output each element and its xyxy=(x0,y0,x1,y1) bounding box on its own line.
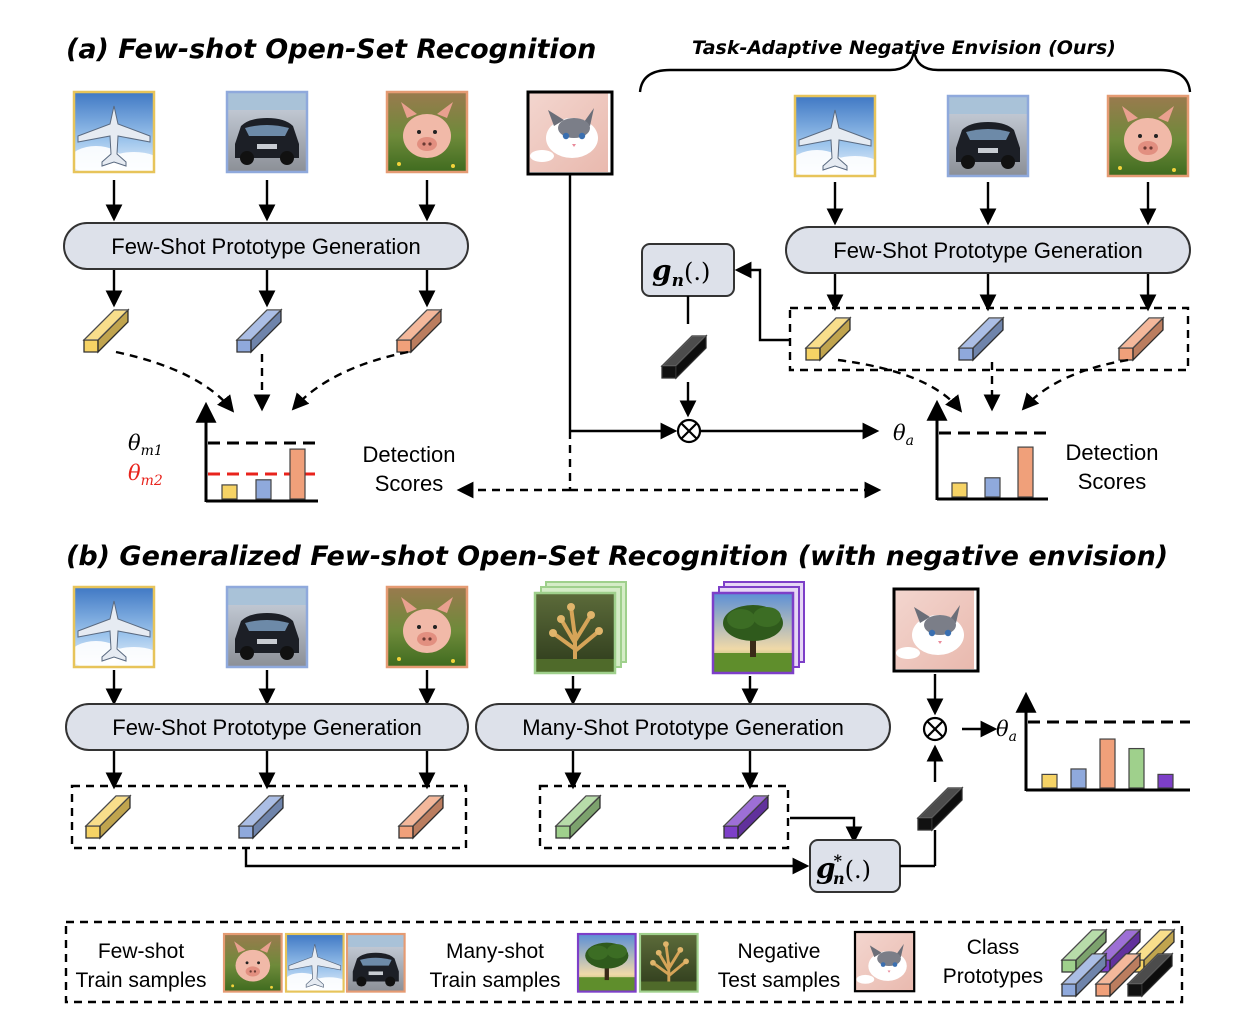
many-shot-prototype-group xyxy=(538,784,790,850)
orange-score-bar xyxy=(1017,446,1034,498)
yellow-prototype xyxy=(805,317,851,361)
yellow-score-bar xyxy=(1041,773,1058,789)
panel-b-title: (b) Generalized Few-shot Open-Set Recogn… xyxy=(66,541,1168,572)
few-shot-module-b: Few-Shot Prototype Generation xyxy=(65,703,469,751)
blue-score-bar xyxy=(255,479,272,500)
airplane-image-a-left xyxy=(69,90,163,177)
car-image-a-left xyxy=(225,90,309,174)
module-label: Few-Shot Prototype Generation xyxy=(112,715,421,740)
car-image-a-right xyxy=(946,94,1030,178)
orange-score-bar xyxy=(289,448,306,500)
arrow xyxy=(244,848,810,875)
blue-prototype xyxy=(236,309,282,353)
dashed-arrow xyxy=(291,350,409,411)
purple-score-bar xyxy=(1157,773,1174,789)
green-score-bar xyxy=(1128,747,1145,789)
few-shot-prototype-group xyxy=(70,784,468,850)
purple-prototype xyxy=(723,795,769,839)
arrow xyxy=(790,816,863,844)
pig-image-a-left xyxy=(385,90,469,174)
blue-score-bar xyxy=(984,477,1001,498)
blue-score-bar xyxy=(1070,768,1087,789)
legend-pig-image xyxy=(222,932,283,993)
module-label: Few-Shot Prototype Generation xyxy=(111,234,420,259)
green-prototype xyxy=(555,795,601,839)
svg-text:gn(.): gn(.) xyxy=(652,254,710,291)
airplane-image-b xyxy=(69,585,163,672)
yellow-score-bar xyxy=(221,484,238,500)
many-shot-module-b: Many-Shot Prototype Generation xyxy=(475,703,891,751)
panel-a-title: (a) Few-shot Open-Set Recognition xyxy=(66,34,596,65)
yellow-score-bar xyxy=(951,482,968,498)
legend-car-image xyxy=(345,932,406,993)
detection-chart-a-left xyxy=(195,401,318,503)
theta-m2-label: θm2 xyxy=(128,461,163,489)
module-label: Few-Shot Prototype Generation xyxy=(833,238,1142,263)
yellow-prototype xyxy=(85,795,131,839)
dashed-arrow xyxy=(115,350,235,413)
orange-prototype xyxy=(396,309,442,353)
blue-prototype xyxy=(958,317,1004,361)
legend-fungus-image xyxy=(638,932,700,994)
multiply-operator-b xyxy=(922,716,948,742)
car-image-b xyxy=(225,585,309,669)
legend-prototype-cluster xyxy=(1061,929,1175,997)
dashed-arrow xyxy=(1021,358,1129,411)
legend-tree-image xyxy=(576,932,637,993)
legend-cat-image xyxy=(853,930,916,993)
detection-chart-b xyxy=(1015,691,1190,792)
negative-prototype xyxy=(917,787,963,831)
yellow-prototype xyxy=(83,309,129,353)
tree-image-stack xyxy=(711,581,805,675)
airplane-image-a-right xyxy=(790,94,884,181)
fungus-image-stack xyxy=(533,581,627,675)
blue-prototype xyxy=(238,795,284,839)
detection-chart-a-right xyxy=(926,399,1048,501)
svg-text:g*n(.): g*n(.) xyxy=(816,851,871,888)
cat-query-image-a xyxy=(526,90,614,176)
theta-m1-label: θm1 xyxy=(128,431,163,459)
orange-prototype xyxy=(1118,317,1164,361)
theta-a-label: θa xyxy=(893,421,914,449)
orange-prototype xyxy=(398,795,444,839)
arrow xyxy=(734,261,790,342)
gn-star-function-box: g*n(.) xyxy=(809,839,901,893)
gn-function-box: gn(.) xyxy=(641,243,735,297)
few-shot-module-a-right: Few-Shot Prototype Generation xyxy=(785,226,1191,274)
theta-a-label-b: θa xyxy=(996,717,1017,745)
legend-box xyxy=(64,920,1184,1004)
orange-score-bar xyxy=(1099,738,1116,789)
legend-airplane-image xyxy=(282,932,350,995)
ours-title: Task-Adaptive Negative Envision (Ours) xyxy=(692,37,1116,59)
ours-brace xyxy=(638,49,1192,93)
negative-prototype xyxy=(661,335,707,379)
dashed-arrow xyxy=(837,358,963,413)
cat-query-image-b xyxy=(892,587,980,673)
few-shot-module-a-left: Few-Shot Prototype Generation xyxy=(63,222,469,270)
module-label: Many-Shot Prototype Generation xyxy=(522,715,844,740)
pig-image-b xyxy=(385,585,469,669)
pig-image-a-right xyxy=(1106,94,1190,178)
multiply-operator-a xyxy=(676,418,702,444)
